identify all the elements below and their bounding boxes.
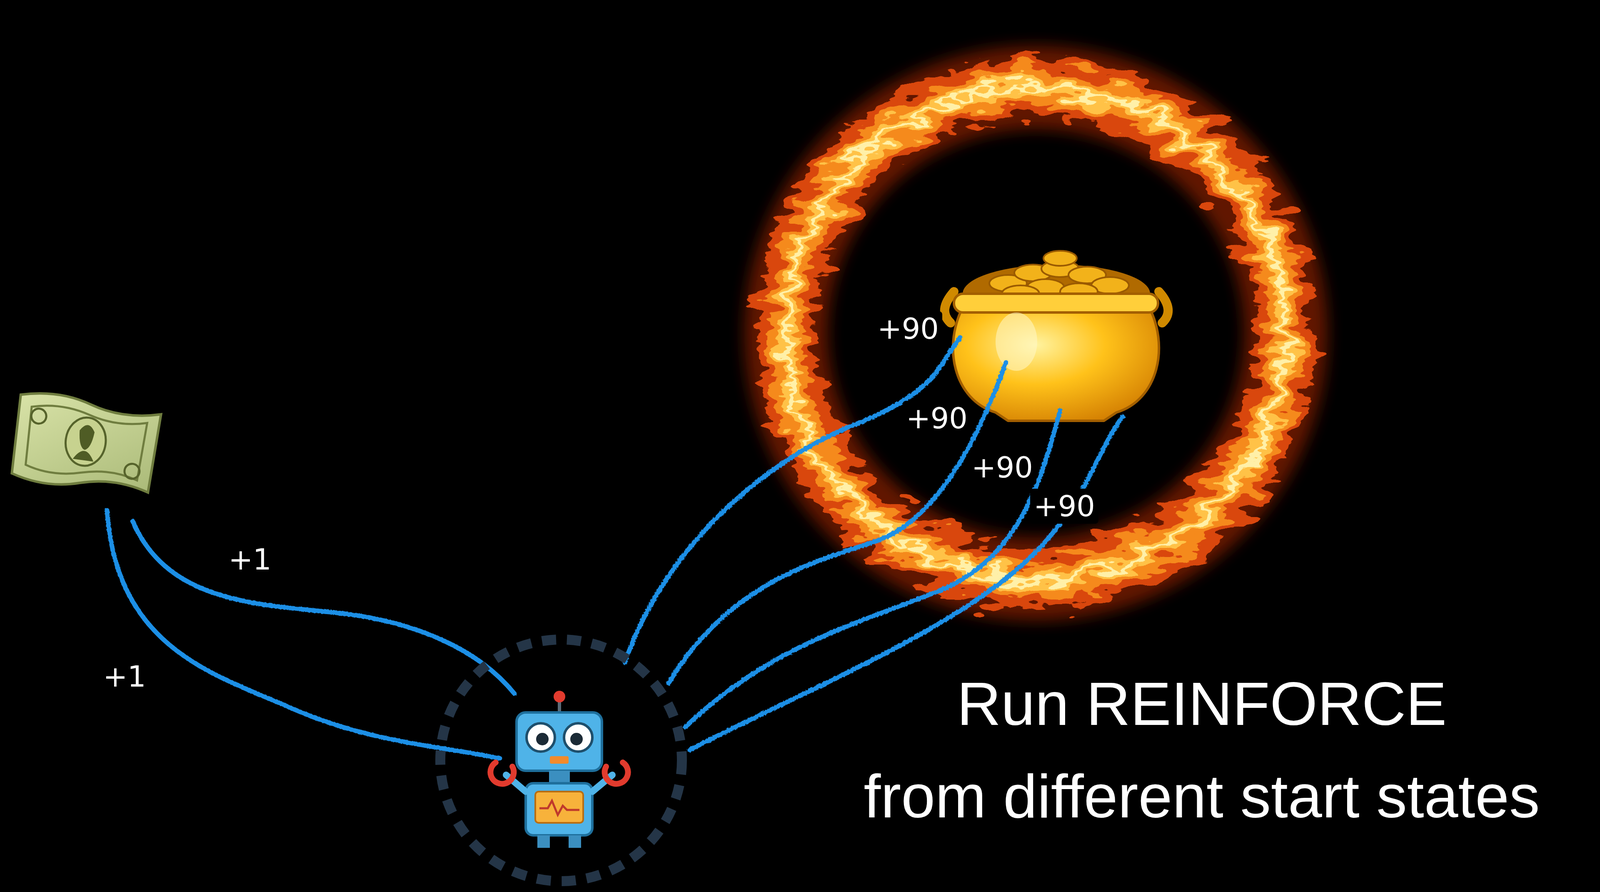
robot-agent-part	[570, 732, 583, 746]
robot-agent-part	[516, 712, 602, 771]
robot-agent-part	[564, 723, 593, 752]
reward-label: +1	[224, 541, 275, 578]
robot-agent-part	[490, 762, 514, 784]
slide-caption: from different start states	[863, 761, 1540, 832]
pot-of-gold-part	[953, 304, 1159, 421]
fire-ring-part	[786, 87, 1286, 580]
robot-agent-part	[539, 800, 580, 815]
dollar-bill-part	[72, 423, 99, 462]
trajectory-strokes-part	[624, 337, 961, 663]
dollar-bill-part	[30, 407, 48, 425]
robot-agent-part	[440, 639, 682, 882]
fire-ring-part	[786, 87, 1286, 580]
robot-agent-part	[553, 690, 566, 703]
robot-agent	[440, 639, 682, 882]
robot-agent-part	[535, 791, 584, 823]
robot-agent-part	[549, 756, 569, 764]
reward-label: +90	[1030, 488, 1099, 525]
fire-ring-part-part	[786, 87, 1286, 580]
fire-ring-part-part	[786, 87, 1286, 580]
robot-agent-part	[536, 732, 549, 746]
reward-label: +90	[873, 311, 943, 347]
pot-of-gold-part	[953, 293, 1159, 313]
reward-label: +90	[968, 449, 1037, 486]
dollar-bill-part	[62, 414, 109, 469]
fire-ring-part-part	[786, 87, 1286, 580]
robot-agent-part	[525, 783, 593, 836]
dollar-bill-part	[9, 389, 163, 498]
reward-label: +1	[99, 658, 150, 695]
trajectory-strokes-part	[107, 510, 500, 759]
slide-title: Run REINFORCE	[956, 668, 1447, 739]
fire-ring-part-part	[786, 87, 1286, 580]
pot-of-gold	[944, 250, 1169, 421]
pot-of-gold-part	[995, 312, 1038, 371]
dollar-bill-part	[22, 402, 148, 485]
robot-agent-part	[506, 774, 613, 792]
dollar-bill-part	[123, 462, 141, 480]
reward-label: +90	[902, 400, 971, 437]
robot-agent-part	[526, 723, 555, 752]
fire-ring	[786, 87, 1286, 580]
trajectory-strokes-part	[132, 520, 515, 694]
pot-of-gold-part-part	[1043, 250, 1077, 266]
dollar-bill	[9, 389, 163, 498]
robot-agent-part	[604, 762, 629, 784]
robot-agent-part	[568, 835, 582, 848]
trajectory-strokes-part	[668, 362, 1006, 684]
robot-agent-part	[537, 835, 550, 848]
